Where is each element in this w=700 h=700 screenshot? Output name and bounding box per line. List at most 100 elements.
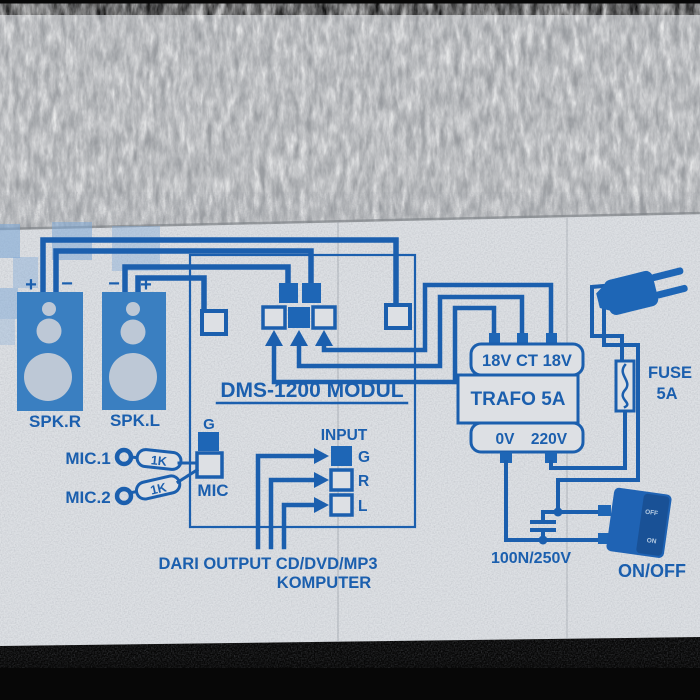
wiring-diagram: + − SPK.R − + SPK.L DMS-1200 MODUL G MIC… <box>17 237 692 592</box>
module-terminal-filled-1 <box>279 283 298 303</box>
speaker-left-label: SPK.L <box>110 411 160 430</box>
transformer-secondary-label: 18V CT 18V <box>482 352 572 370</box>
fuse-body-icon <box>614 359 636 413</box>
junction-dot <box>553 507 563 517</box>
plug-prong <box>655 284 688 299</box>
speaker-right: + − SPK.R <box>17 273 83 431</box>
fuse-element-icon <box>621 363 629 409</box>
secondary-wires <box>271 282 554 385</box>
wire-source-g <box>255 453 319 550</box>
power-arrows <box>265 330 333 346</box>
plaster-wall <box>0 15 700 237</box>
input-l-terminal <box>329 493 354 517</box>
tweeter-icon <box>126 302 140 316</box>
plug-body <box>603 270 659 315</box>
resistor-1k-a: 1K <box>135 448 183 471</box>
module-terminal-filled-2 <box>302 283 321 303</box>
capacitor-label: 100N/250V <box>491 550 571 567</box>
wire-220v-to-fuse <box>549 408 627 470</box>
up-arrow-icon <box>315 330 333 346</box>
speaker-wires <box>40 237 399 315</box>
tape-patch <box>0 288 18 319</box>
mic-section: G MIC MIC.1 1K MIC.2 1K <box>65 416 228 507</box>
tweeter-icon <box>42 302 56 316</box>
spkr-minus-label: − <box>61 273 73 295</box>
ground-terminal <box>198 432 219 451</box>
primary-220v-label: 220V <box>531 431 568 448</box>
input-r-label: R <box>358 473 369 490</box>
input-l-label: L <box>358 498 367 515</box>
mic1-label: MIC.1 <box>65 449 110 468</box>
right-arrow-icon <box>314 448 329 464</box>
speaker-left: − + SPK.L <box>102 273 166 430</box>
module-title: DMS-1200 MODUL <box>220 379 403 402</box>
wire-0v-to-switch <box>504 460 602 542</box>
wire-spkr-minus <box>53 248 314 296</box>
mic-terminal-label: MIC <box>197 481 228 500</box>
switch-terminal <box>598 505 611 516</box>
ground-label: G <box>203 416 215 433</box>
secondary-terminal <box>517 333 528 344</box>
resistor-value: 1K <box>149 480 168 497</box>
capacitor: 100N/250V <box>491 520 571 567</box>
tape-patch <box>13 257 38 288</box>
wire-18v-left <box>271 305 497 385</box>
source-note-line2: KOMPUTER <box>277 574 372 592</box>
wire-spkr-plus <box>40 237 399 309</box>
woofer-icon <box>24 353 72 401</box>
wall-texture-dark <box>0 15 700 237</box>
power-in-terminal-left <box>261 305 287 330</box>
primary-terminal-0v <box>500 452 512 463</box>
module-terminal-open-right <box>384 303 412 330</box>
rocker-switch-icon: OFF ON <box>606 487 672 558</box>
wire-source-l <box>281 502 319 550</box>
card-top-shadow <box>0 211 700 231</box>
wire-ct <box>296 294 525 369</box>
transformer-name: TRAFO 5A <box>471 389 566 410</box>
midrange-icon <box>36 318 62 344</box>
wire-spkl-plus <box>135 275 207 315</box>
power-plug-icon <box>596 267 688 315</box>
speaker-right-label: SPK.R <box>29 412 81 431</box>
secondary-terminal <box>546 333 557 344</box>
power-in-terminal-right <box>311 305 337 330</box>
resistor-value: 1K <box>150 453 167 469</box>
source-note-line1: DARI OUTPUT CD/DVD/MP3 <box>158 555 377 573</box>
wire-18v-right <box>321 282 554 353</box>
up-arrow-icon <box>265 330 283 346</box>
tape-patch <box>0 319 15 345</box>
power-in-terminal-center <box>288 307 310 328</box>
switch-off-text: OFF <box>645 509 659 518</box>
transformer-primary-block <box>469 421 585 454</box>
secondary-terminal <box>489 333 500 344</box>
right-arrow-icon <box>314 497 329 513</box>
fuse-rating: 5A <box>656 385 677 403</box>
input-g-label: G <box>358 449 370 466</box>
mic-terminal <box>195 451 224 479</box>
spkl-plus-label: + <box>140 274 152 296</box>
mic2-label: MIC.2 <box>65 488 110 507</box>
wire-cap-top <box>541 510 560 522</box>
up-arrow-icon <box>290 330 308 346</box>
switch-label: ON/OFF <box>618 561 686 581</box>
fuse-label: FUSE <box>648 364 692 382</box>
switch-terminal <box>598 533 611 544</box>
transformer: 18V CT 18V TRAFO 5A 0V 220V <box>456 333 585 463</box>
fuse: FUSE 5A <box>614 359 692 413</box>
mic2-jack-icon <box>114 486 134 506</box>
right-arrow-icon <box>314 472 329 488</box>
plug-prong <box>650 267 684 281</box>
resistor-lead <box>175 467 200 485</box>
junction-dot <box>538 535 548 545</box>
module-terminal-open-left <box>200 309 228 336</box>
midrange-icon <box>120 319 146 345</box>
switch-rocker <box>636 493 670 556</box>
tape-patch <box>0 224 20 258</box>
woofer-icon <box>109 353 157 401</box>
power-switch: OFF ON ON/OFF <box>598 487 686 581</box>
spkr-plus-label: + <box>25 274 37 296</box>
wire-source-r <box>268 477 319 550</box>
input-r-terminal <box>329 468 354 492</box>
